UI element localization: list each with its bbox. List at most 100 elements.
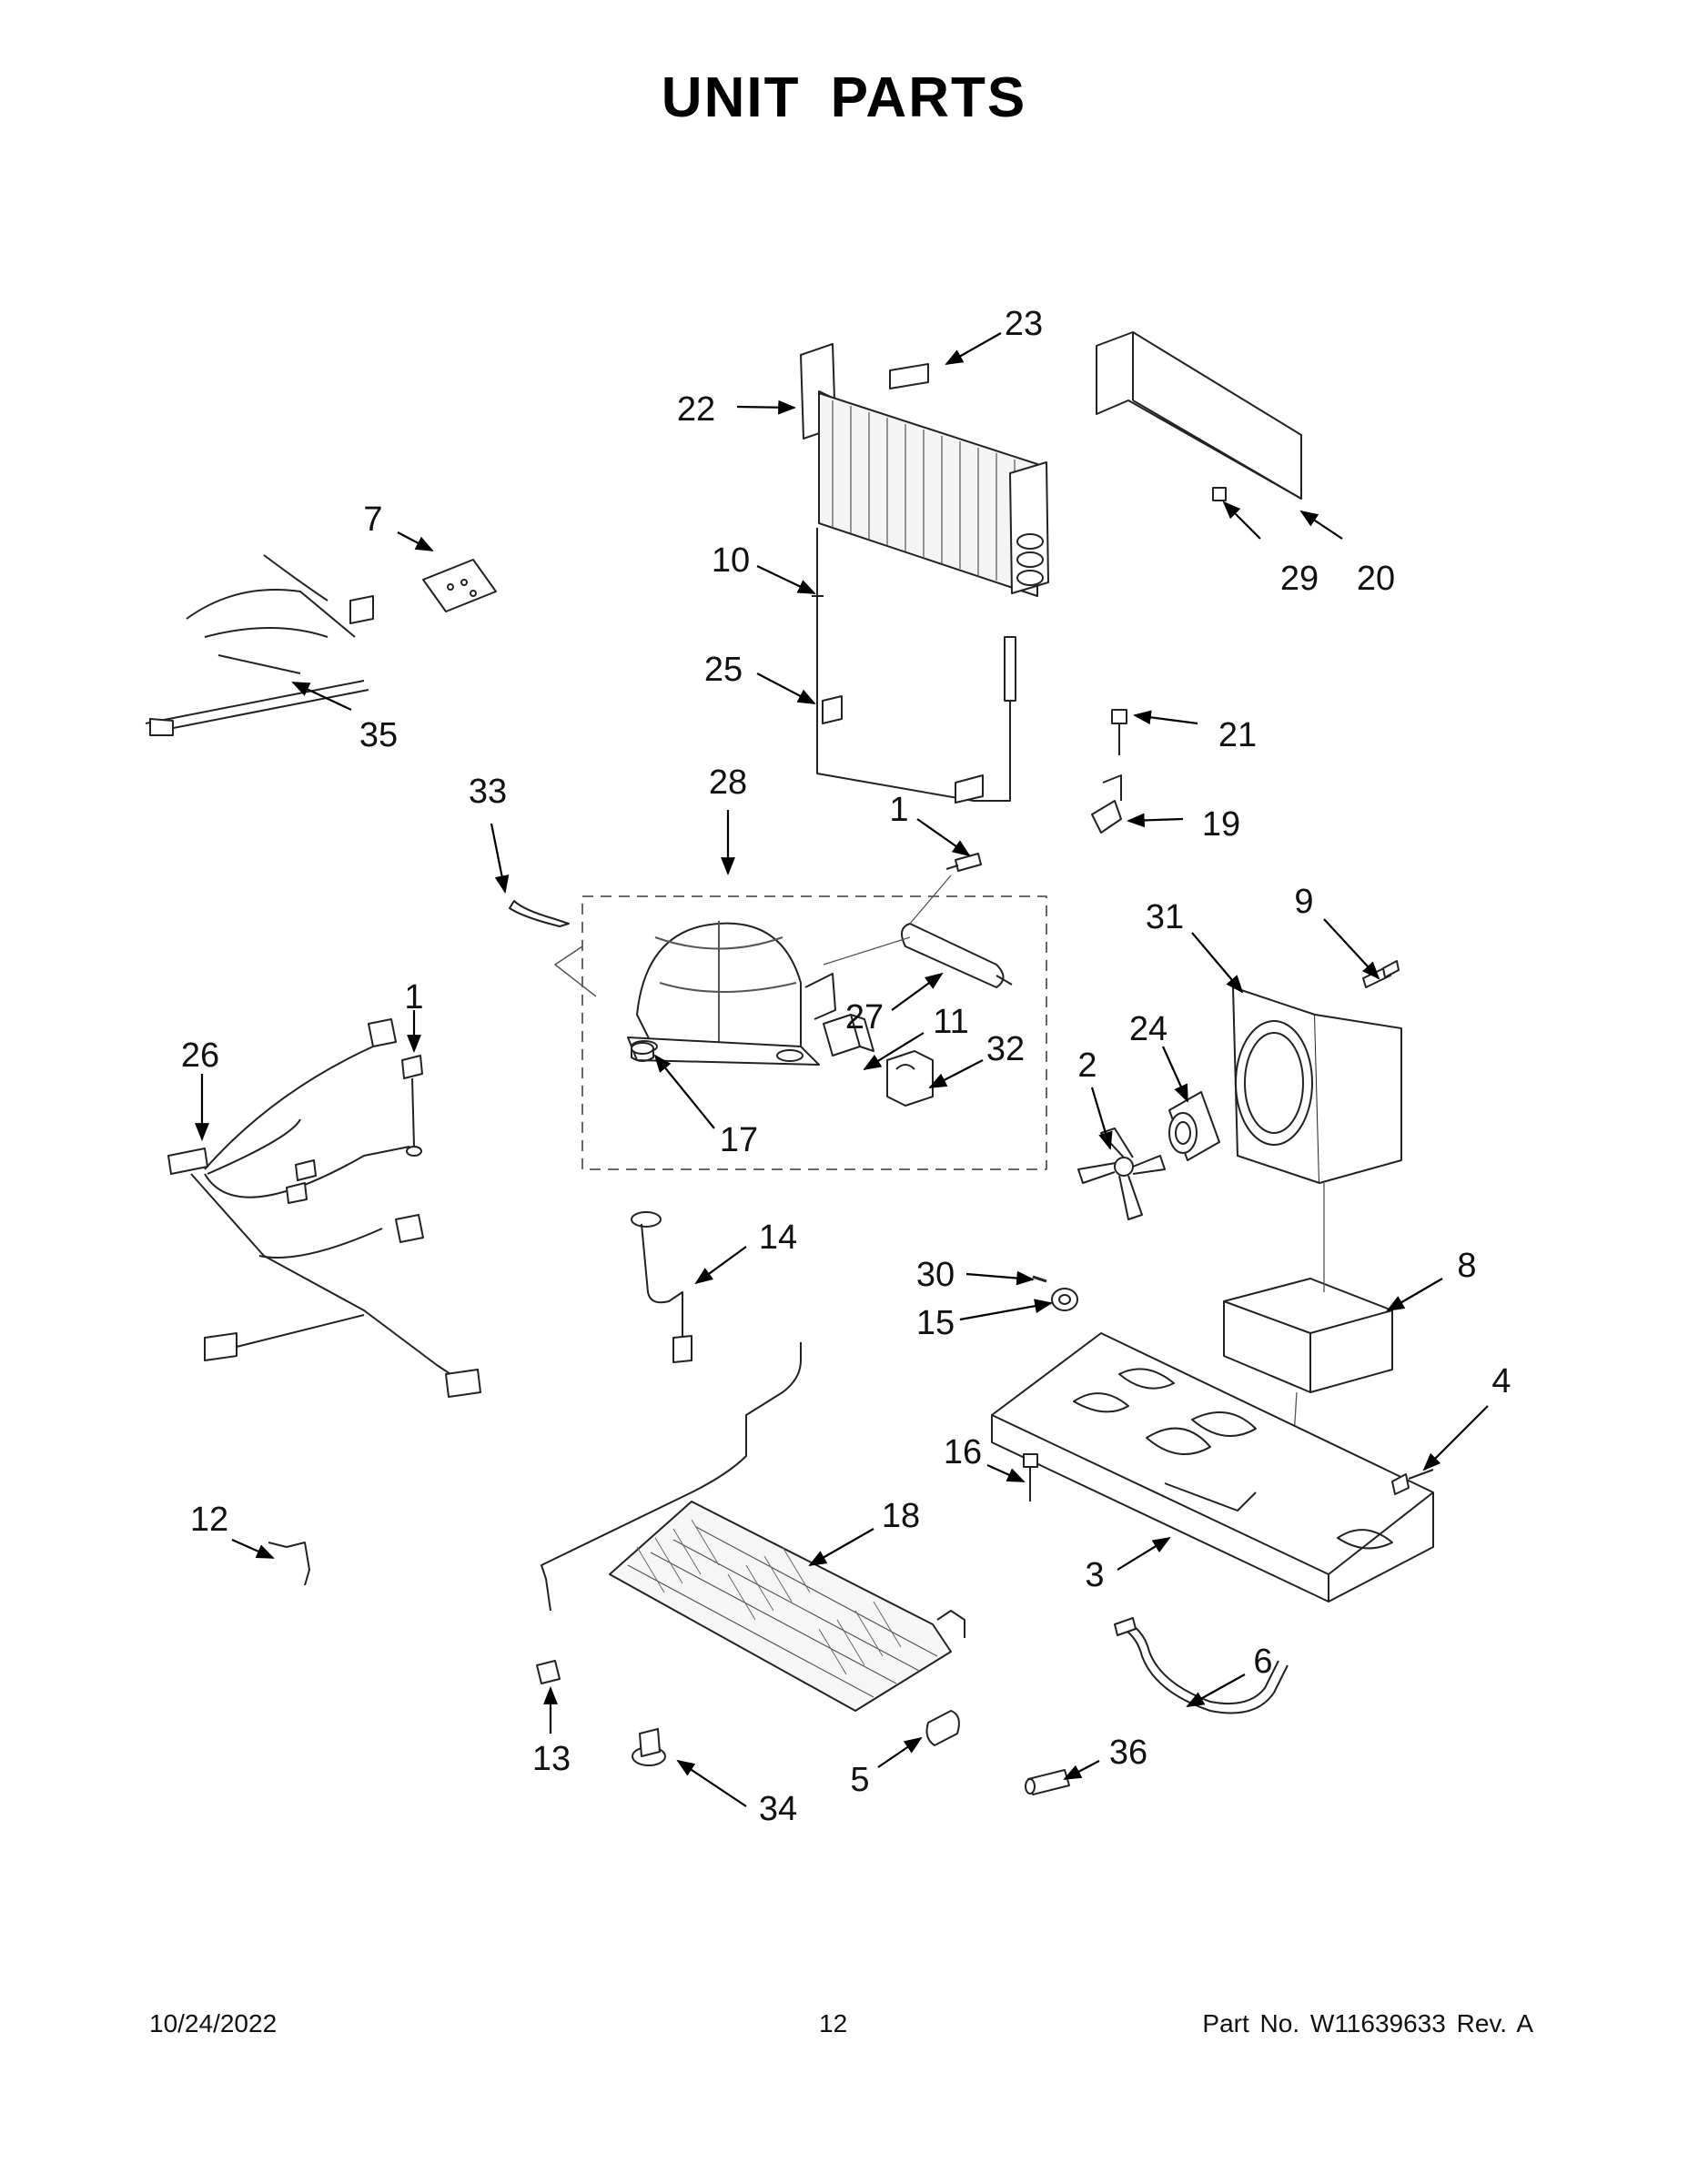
leader-7 xyxy=(397,531,434,551)
footer-part-number: Part No. W11639633 Rev. A xyxy=(1202,2009,1533,2037)
leader-2 xyxy=(1090,1087,1113,1150)
callout-16: 16 xyxy=(944,1433,982,1471)
callout-13: 13 xyxy=(532,1740,571,1778)
coil-part xyxy=(541,1342,965,1712)
fan-shroud-part xyxy=(1232,986,1402,1184)
wire-12-part xyxy=(268,1542,310,1586)
compressor-group-outline xyxy=(581,895,1047,1170)
callout-33: 33 xyxy=(469,773,507,811)
leader-21 xyxy=(1133,710,1198,725)
tube-6-part xyxy=(1114,1617,1289,1714)
callout-31: 31 xyxy=(1146,898,1184,936)
sensor-34-part xyxy=(632,1728,666,1766)
clip-13-part xyxy=(536,1660,561,1684)
callout-27: 27 xyxy=(845,998,884,1036)
screw-16-part xyxy=(1023,1453,1038,1502)
callout-20: 20 xyxy=(1357,560,1395,598)
condenser-pad-part xyxy=(889,363,929,389)
callout-1-upper: 1 xyxy=(889,791,908,829)
callout-26: 26 xyxy=(181,1036,219,1075)
leader-18 xyxy=(808,1528,874,1566)
leader-9 xyxy=(1323,918,1380,980)
start-relay-part xyxy=(823,1014,874,1057)
callout-3: 3 xyxy=(1085,1556,1104,1594)
callout-35: 35 xyxy=(359,716,398,754)
leader-15 xyxy=(959,1299,1053,1321)
bolt-1-lower-part xyxy=(401,1055,423,1157)
sleeve-36-part xyxy=(1025,1769,1070,1795)
callout-4: 4 xyxy=(1491,1362,1511,1400)
leader-31 xyxy=(1191,932,1244,994)
screw-4-part xyxy=(1391,1469,1434,1495)
leader-8 xyxy=(1386,1278,1443,1311)
footer-date: 10/24/2022 xyxy=(149,2009,278,2037)
leader-10 xyxy=(756,565,816,594)
leader-19 xyxy=(1127,813,1184,828)
leader-14 xyxy=(694,1246,747,1285)
screw-9-part xyxy=(1362,960,1400,988)
callout-25: 25 xyxy=(704,651,743,689)
strap-part xyxy=(509,900,570,927)
grommet-17-part xyxy=(631,1042,654,1062)
bolt-1-upper-part xyxy=(909,853,982,925)
callout-14: 14 xyxy=(759,1218,797,1257)
leader-3 xyxy=(1117,1536,1171,1571)
callout-9: 9 xyxy=(1294,883,1313,921)
condenser-cover-part xyxy=(1096,331,1302,500)
callout-22: 22 xyxy=(677,390,715,429)
leader-34 xyxy=(676,1759,747,1807)
callout-5: 5 xyxy=(850,1761,869,1799)
leader-22 xyxy=(736,399,796,415)
drier-part xyxy=(823,923,1013,988)
callout-19: 19 xyxy=(1202,805,1240,844)
grommet-15-part xyxy=(1051,1288,1078,1311)
compressor-part xyxy=(627,921,836,1066)
callout-30: 30 xyxy=(916,1256,955,1294)
leader-6 xyxy=(1186,1673,1246,1707)
callout-32: 32 xyxy=(986,1030,1025,1068)
base-pan-part xyxy=(991,1332,1434,1603)
bolt-21-part xyxy=(1111,709,1127,755)
leader-25 xyxy=(756,672,816,704)
leader-29 xyxy=(1222,500,1261,540)
callout-21: 21 xyxy=(1218,716,1257,754)
control-board-part xyxy=(422,559,497,612)
callout-24: 24 xyxy=(1129,1010,1167,1048)
leader-1-upper xyxy=(916,818,971,857)
fan-motor-part xyxy=(1168,1091,1220,1161)
callout-28: 28 xyxy=(709,763,747,802)
condenser-part xyxy=(800,343,1049,597)
callout-7: 7 xyxy=(363,500,382,539)
callout-8: 8 xyxy=(1457,1247,1476,1285)
leader-24 xyxy=(1161,1046,1189,1103)
callout-34: 34 xyxy=(759,1790,797,1828)
wire-harness-35-part xyxy=(145,554,374,736)
leader-12 xyxy=(231,1538,275,1560)
leader-16 xyxy=(986,1463,1026,1483)
callout-2: 2 xyxy=(1077,1046,1097,1085)
leader-36 xyxy=(1063,1760,1100,1780)
leader-23 xyxy=(945,332,1002,365)
callout-11: 11 xyxy=(933,1003,968,1041)
fan-blade-part xyxy=(1077,1127,1166,1220)
leader-27 xyxy=(891,972,944,1011)
relay-cover-part xyxy=(886,1050,934,1107)
footer-page-number: 12 xyxy=(819,2009,848,2037)
callout-6: 6 xyxy=(1253,1643,1272,1681)
callout-36: 36 xyxy=(1109,1734,1147,1772)
callout-17: 17 xyxy=(720,1121,758,1159)
pin-30-part xyxy=(1032,1275,1047,1283)
leader-5 xyxy=(877,1736,923,1768)
callout-23: 23 xyxy=(1005,305,1043,343)
fitting-5-part xyxy=(925,1710,960,1746)
fan-bracket-part xyxy=(1223,1183,1393,1539)
callout-10: 10 xyxy=(712,541,750,580)
leader-33 xyxy=(490,823,510,894)
callout-29: 29 xyxy=(1280,560,1319,598)
callout-18: 18 xyxy=(882,1497,920,1535)
drain-tube-part xyxy=(631,1211,692,1363)
leader-35 xyxy=(291,682,352,711)
clip-part xyxy=(1212,487,1227,501)
